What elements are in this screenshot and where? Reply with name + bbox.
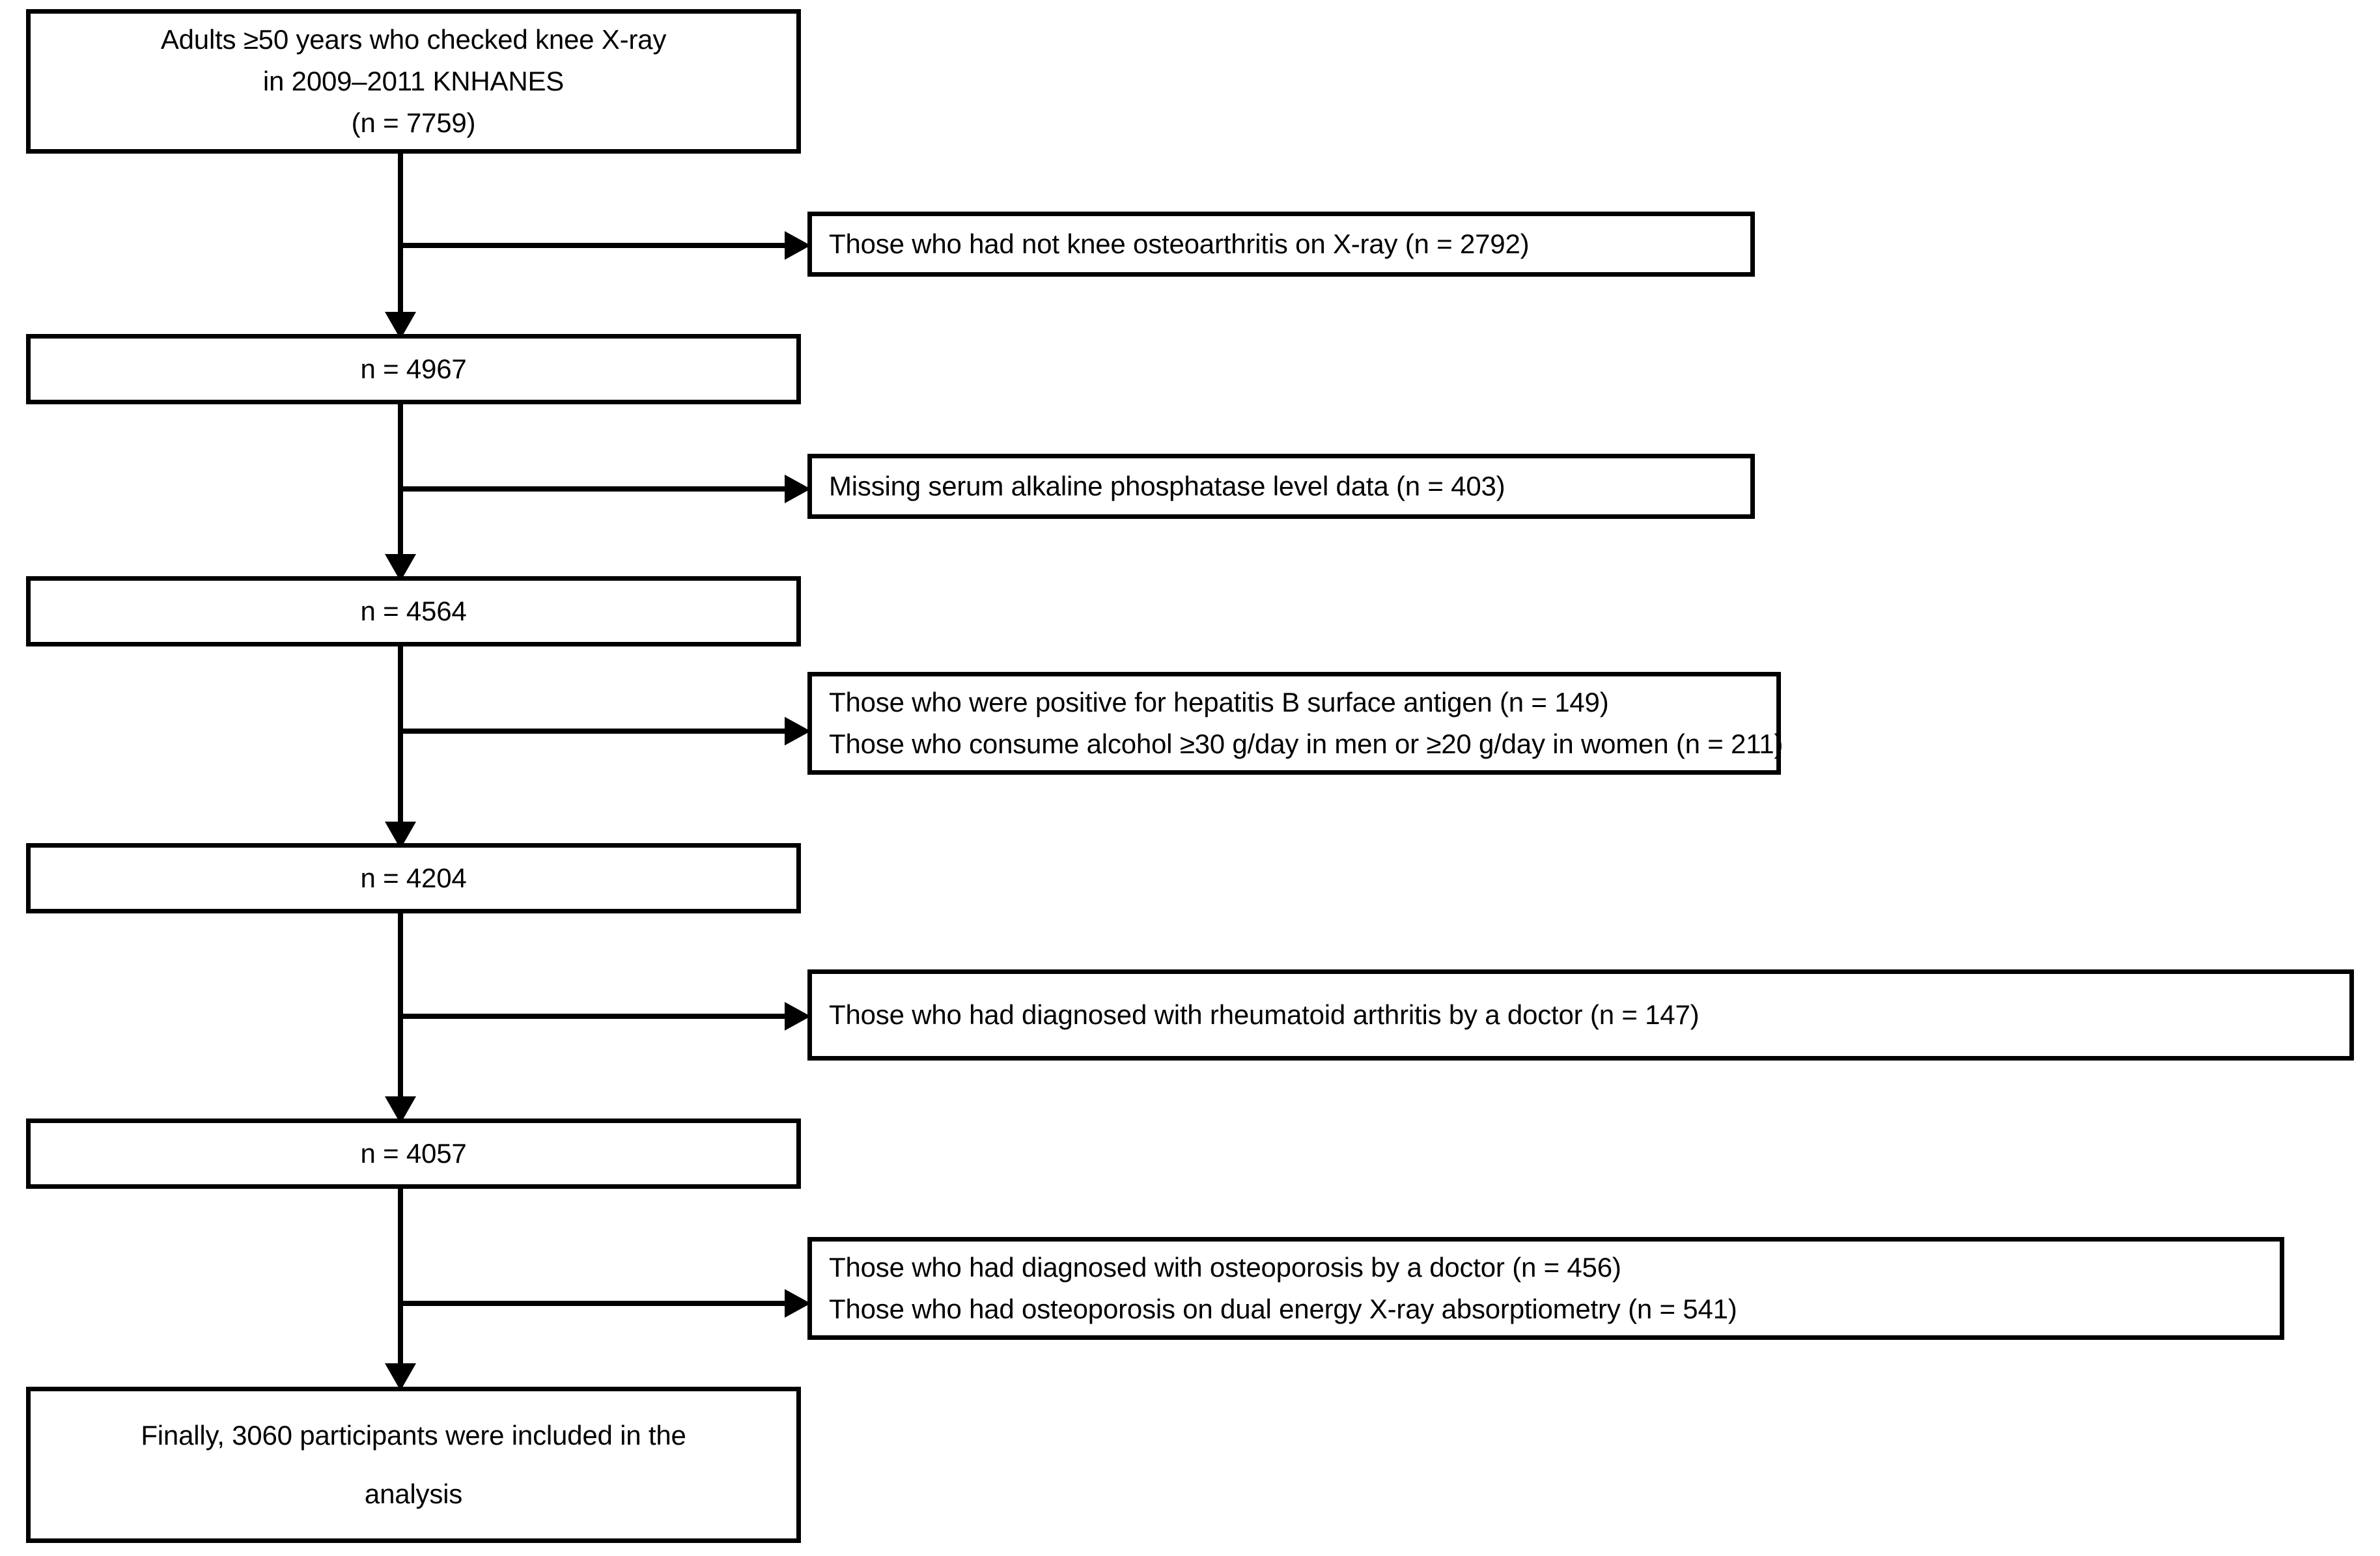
flow-node-after-exclusion-1: n = 4967 — [26, 334, 801, 404]
node-text-line: n = 4967 — [360, 354, 467, 385]
arrow-right-4 — [785, 1002, 811, 1031]
arrow-right-3 — [785, 717, 811, 745]
node-text-line: Adults ≥50 years who checked knee X-ray — [160, 24, 667, 55]
flow-node-exclusion-hbsag-alcohol: Those who were positive for hepatitis B … — [807, 672, 1783, 775]
flow-node-after-exclusion-4: n = 4057 — [26, 1118, 801, 1189]
flow-node-source-population: Adults ≥50 years who checked knee X-ray … — [26, 9, 801, 154]
node-text-line: n = 4564 — [360, 596, 467, 627]
flow-node-after-exclusion-3: n = 4204 — [26, 843, 801, 913]
node-text-line: Finally, 3060 participants were included… — [141, 1419, 686, 1451]
arrow-right-5 — [785, 1289, 811, 1318]
node-text-line: n = 4057 — [360, 1138, 467, 1169]
flow-node-after-exclusion-2: n = 4564 — [26, 576, 801, 646]
connector-branch-5 — [398, 1301, 802, 1306]
node-text-line: (n = 7759) — [351, 107, 476, 138]
node-text-line: Missing serum alkaline phosphatase level… — [829, 471, 1505, 502]
flow-node-final-analysis-sample: Finally, 3060 participants were included… — [26, 1387, 801, 1543]
node-text-line: Those who had diagnosed with rheumatoid … — [829, 999, 1700, 1031]
connector-branch-3 — [398, 729, 802, 734]
node-text-line: Those who had osteoporosis on dual energ… — [829, 1294, 1737, 1324]
connector-trunk-3 — [398, 646, 403, 842]
connector-branch-4 — [398, 1014, 802, 1019]
node-text-line: in 2009–2011 KNHANES — [262, 66, 565, 97]
connector-branch-2 — [398, 486, 802, 492]
connector-branch-1 — [398, 243, 802, 248]
flow-node-exclusion-no-knee-oa: Those who had not knee osteoarthritis on… — [807, 212, 1755, 277]
node-text-line: Those who consume alcohol ≥30 g/day in m… — [829, 729, 1784, 759]
node-text-line: Those who were positive for hepatitis B … — [829, 687, 1609, 718]
node-text-line: Those who had diagnosed with osteoporosi… — [829, 1252, 1621, 1283]
arrow-right-2 — [785, 475, 811, 503]
arrow-down-5 — [385, 1363, 416, 1391]
connector-trunk-5 — [398, 1189, 403, 1384]
node-text-line: Those who had not knee osteoarthritis on… — [829, 229, 1530, 260]
node-text-line: analysis — [364, 1479, 463, 1509]
node-text-line: n = 4204 — [360, 863, 467, 894]
arrow-right-1 — [785, 231, 811, 260]
flow-node-exclusion-missing-alp: Missing serum alkaline phosphatase level… — [807, 454, 1755, 519]
flow-node-exclusion-rheumatoid-arthritis: Those who had diagnosed with rheumatoid … — [807, 969, 2354, 1061]
flow-node-exclusion-osteoporosis: Those who had diagnosed with osteoporosi… — [807, 1237, 2284, 1340]
